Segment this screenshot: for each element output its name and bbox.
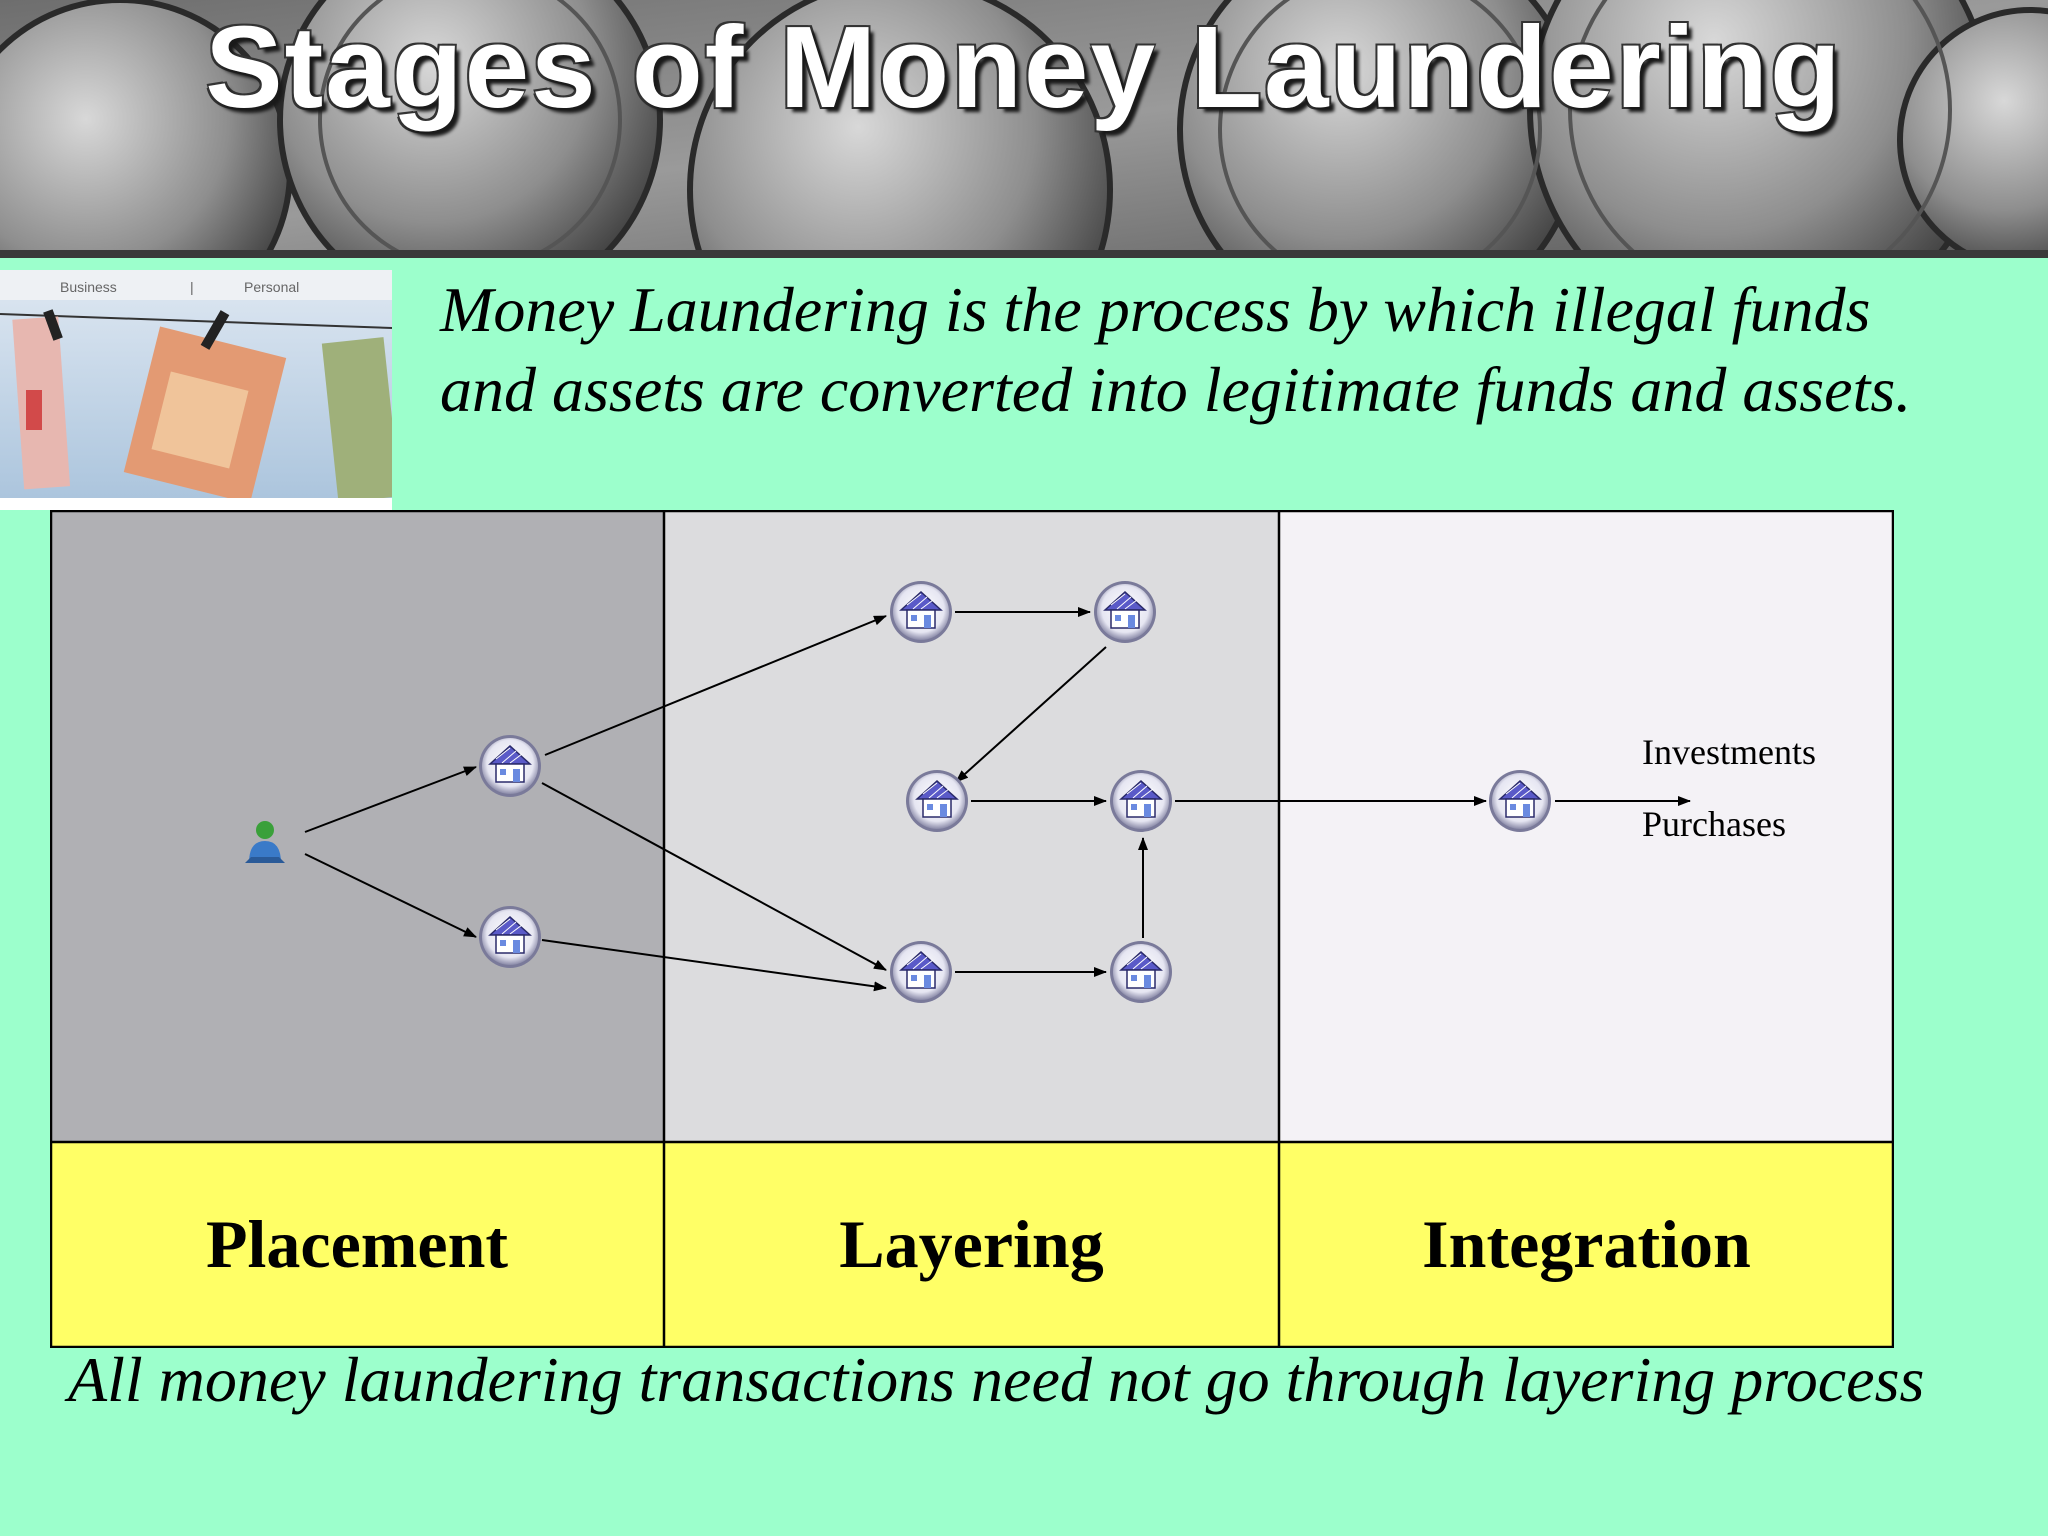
flow-arrows <box>304 607 1691 992</box>
stages-diagram: Placement Layering Integration Investmen… <box>50 510 1894 1348</box>
intro-definition: Money Laundering is the process by which… <box>440 274 1912 425</box>
stage-bg-layering <box>664 510 1279 1142</box>
house-icon <box>1488 769 1552 833</box>
flow-diagram <box>50 510 1894 1348</box>
stage-label-layering: Layering <box>839 1205 1104 1282</box>
destination-purchases: Purchases <box>1642 804 1786 844</box>
person-icon <box>245 821 285 863</box>
stage-label-integration: Integration <box>1422 1205 1751 1282</box>
house-icon <box>889 580 953 644</box>
page-title: Stages of Money Laundering <box>205 2 1843 132</box>
photo-tab-business: Business <box>60 279 117 295</box>
header-divider <box>0 250 2048 258</box>
stage-bg-integration <box>1279 510 1894 1142</box>
stage-bg-placement <box>50 510 664 1142</box>
header-banner: Stages of Money Laundering <box>0 0 2048 252</box>
photo-tab-personal: Personal <box>244 279 299 295</box>
money-clothesline-photo: Business | Personal <box>0 270 392 510</box>
label-band <box>50 1142 1894 1348</box>
destination-investments: Investments <box>1642 732 1816 772</box>
house-icon <box>478 734 542 798</box>
house-icon <box>1109 769 1173 833</box>
photo-tab-separator: | <box>190 279 194 295</box>
house-icon <box>889 940 953 1004</box>
house-icon <box>905 769 969 833</box>
house-icon <box>1093 580 1157 644</box>
coins-background <box>0 0 2048 252</box>
footnote: All money laundering transactions need n… <box>68 1344 1925 1415</box>
house-icon <box>478 905 542 969</box>
stage-label-placement: Placement <box>205 1205 509 1282</box>
house-icon <box>1109 940 1173 1004</box>
